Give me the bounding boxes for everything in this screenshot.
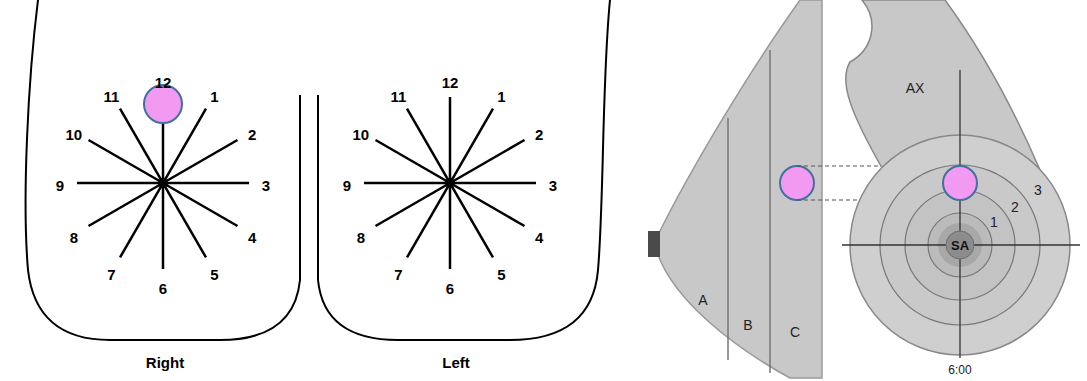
clock-number: 6 xyxy=(159,281,167,296)
clock-spoke xyxy=(163,140,237,183)
clock-spoke xyxy=(450,183,493,257)
depth-divider xyxy=(727,118,729,360)
breast-outline xyxy=(26,0,300,340)
nipple-profile xyxy=(648,231,660,257)
clock-spoke xyxy=(89,183,163,226)
clock-number: 12 xyxy=(442,75,459,90)
clock-spoke xyxy=(449,97,452,183)
clock-number: 11 xyxy=(391,88,407,103)
clock-position-label: 6:00 xyxy=(948,364,971,376)
clock-number: 4 xyxy=(535,229,543,244)
clock-spoke xyxy=(163,182,249,185)
side-label: Left xyxy=(442,355,470,370)
clock-spoke xyxy=(407,109,450,183)
clock-number: 8 xyxy=(70,229,78,244)
clock-number: 3 xyxy=(549,178,557,193)
clock-spoke xyxy=(449,183,452,269)
lesion-marker xyxy=(144,85,182,123)
nipple-dot xyxy=(158,178,168,188)
clock-number: 10 xyxy=(352,126,369,141)
clock-number: 10 xyxy=(65,126,82,141)
clock-number: 11 xyxy=(104,88,120,103)
nipple-dot xyxy=(445,178,455,188)
lesion-marker xyxy=(943,166,977,200)
ring-number: 2 xyxy=(1011,200,1019,214)
clock-spoke xyxy=(364,182,450,185)
clock-spoke xyxy=(77,182,163,185)
clock-number: 2 xyxy=(248,126,256,141)
depth-zone-label: B xyxy=(743,318,752,332)
clock-number: 2 xyxy=(535,126,543,141)
region-label: AX xyxy=(906,81,925,95)
breast-outline xyxy=(318,0,610,340)
clock-spoke xyxy=(450,182,536,185)
clock-number: 12 xyxy=(155,75,172,90)
clock-spoke xyxy=(163,183,206,257)
clock-number: 1 xyxy=(497,88,505,103)
clock-number: 3 xyxy=(262,178,270,193)
clock-spoke xyxy=(162,183,165,269)
depth-zone-label: C xyxy=(790,325,800,339)
clock-number: 7 xyxy=(394,267,402,282)
ring-number: 3 xyxy=(1034,183,1042,197)
clock-spoke xyxy=(376,183,450,226)
clock-number: 9 xyxy=(56,178,64,193)
nipple-label: SA xyxy=(951,238,969,253)
crosshair-line xyxy=(959,70,960,358)
lesion-marker xyxy=(780,166,814,200)
depth-divider xyxy=(769,50,771,373)
ring-number: 1 xyxy=(990,215,998,229)
nipple-region: SA xyxy=(945,230,975,260)
depth-zone-label: A xyxy=(698,293,707,307)
breast-side-view xyxy=(658,0,822,378)
clock-number: 4 xyxy=(248,229,256,244)
clock-spokes xyxy=(364,97,536,269)
nipple-circle xyxy=(946,231,974,259)
clock-number: 5 xyxy=(210,267,218,282)
clock-number: 5 xyxy=(497,267,505,282)
clock-number: 1 xyxy=(210,88,218,103)
clock-number: 6 xyxy=(446,281,454,296)
clock-number: 7 xyxy=(107,267,115,282)
clock-spoke xyxy=(450,140,524,183)
clock-number: 8 xyxy=(357,229,365,244)
side-label: Right xyxy=(146,355,184,370)
clock-number: 9 xyxy=(343,178,351,193)
